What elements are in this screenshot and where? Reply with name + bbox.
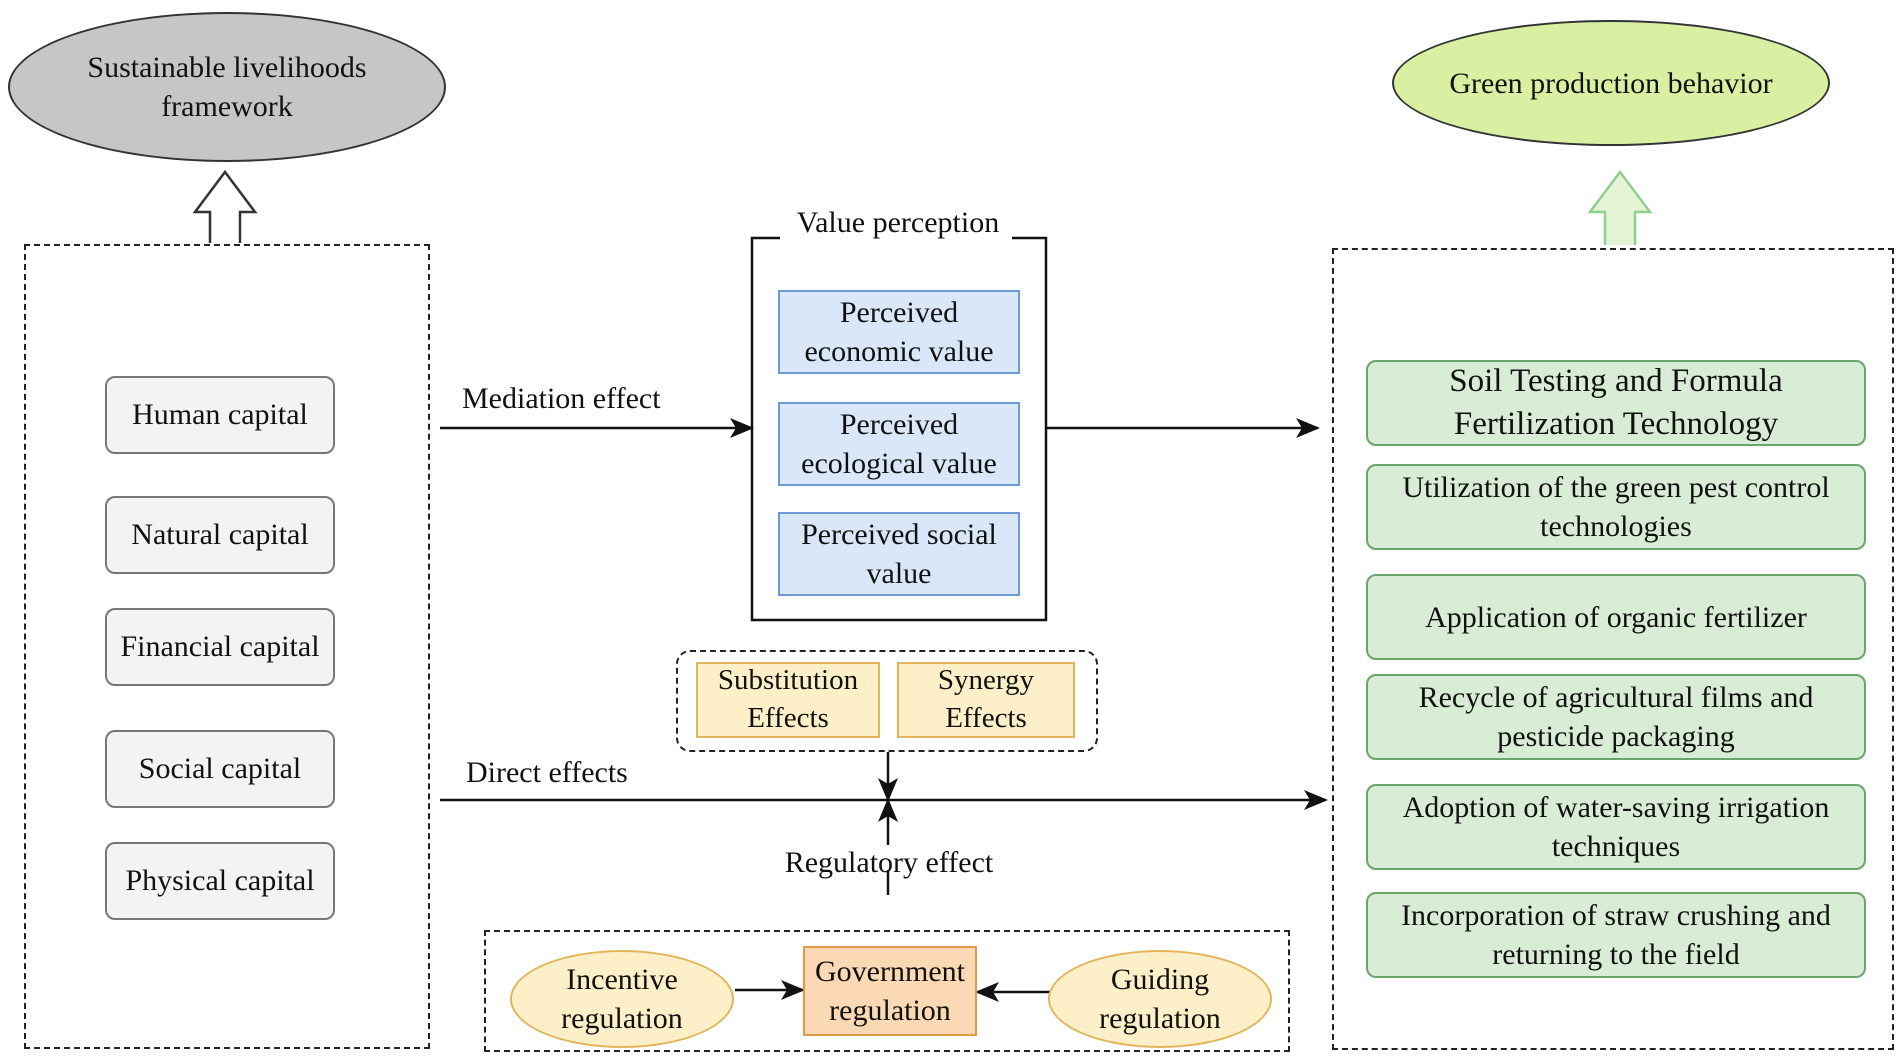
behavior-organic-fertilizer: Application of organic fertilizer xyxy=(1366,574,1866,660)
capital-natural: Natural capital xyxy=(105,496,335,574)
incentive-regulation: Incentive regulation xyxy=(510,950,734,1048)
capital-human: Human capital xyxy=(105,376,335,454)
capital-financial: Financial capital xyxy=(105,608,335,686)
guiding-regulation: Guiding regulation xyxy=(1048,950,1272,1048)
hollow-arrow-framework xyxy=(192,169,258,243)
value-perception-frame xyxy=(750,236,1048,622)
government-regulation: Government regulation xyxy=(803,946,977,1036)
perceived-social-value: Perceived social value xyxy=(778,512,1020,596)
capitals-group xyxy=(24,244,430,1049)
behavior-straw-returning: Incorporation of straw crushing and retu… xyxy=(1366,892,1866,978)
regulation-group xyxy=(484,930,1290,1052)
behaviors-group xyxy=(1332,248,1894,1050)
perceived-economic-value: Perceived economic value xyxy=(778,290,1020,374)
value-perception-title: Value perception xyxy=(796,206,1000,239)
behavior-soil-testing: Soil Testing and Formula Fertilization T… xyxy=(1366,360,1866,446)
capital-social: Social capital xyxy=(105,730,335,808)
behavior-film-recycling: Recycle of agricultural films and pestic… xyxy=(1366,674,1866,760)
moderation-group xyxy=(676,650,1098,752)
framework-ellipse: Sustainable livelihoods framework xyxy=(8,12,446,162)
mediation-effect-label: Mediation effect xyxy=(462,382,661,415)
regulatory-effect-label: Regulatory effect xyxy=(784,846,994,879)
perceived-ecological-value: Perceived ecological value xyxy=(778,402,1020,486)
direct-effects-label: Direct effects xyxy=(466,756,628,789)
behavior-green-pest-control: Utilization of the green pest control te… xyxy=(1366,464,1866,550)
capital-physical: Physical capital xyxy=(105,842,335,920)
hollow-arrow-outcome xyxy=(1587,169,1653,245)
outcome-label: Green production behavior xyxy=(1449,66,1773,100)
framework-label: Sustainable livelihoods framework xyxy=(87,51,367,123)
outcome-ellipse: Green production behavior xyxy=(1392,20,1830,146)
behavior-water-saving: Adoption of water-saving irrigation tech… xyxy=(1366,784,1866,870)
substitution-effects: Substitution Effects xyxy=(696,662,880,738)
synergy-effects: Synergy Effects xyxy=(897,662,1075,738)
